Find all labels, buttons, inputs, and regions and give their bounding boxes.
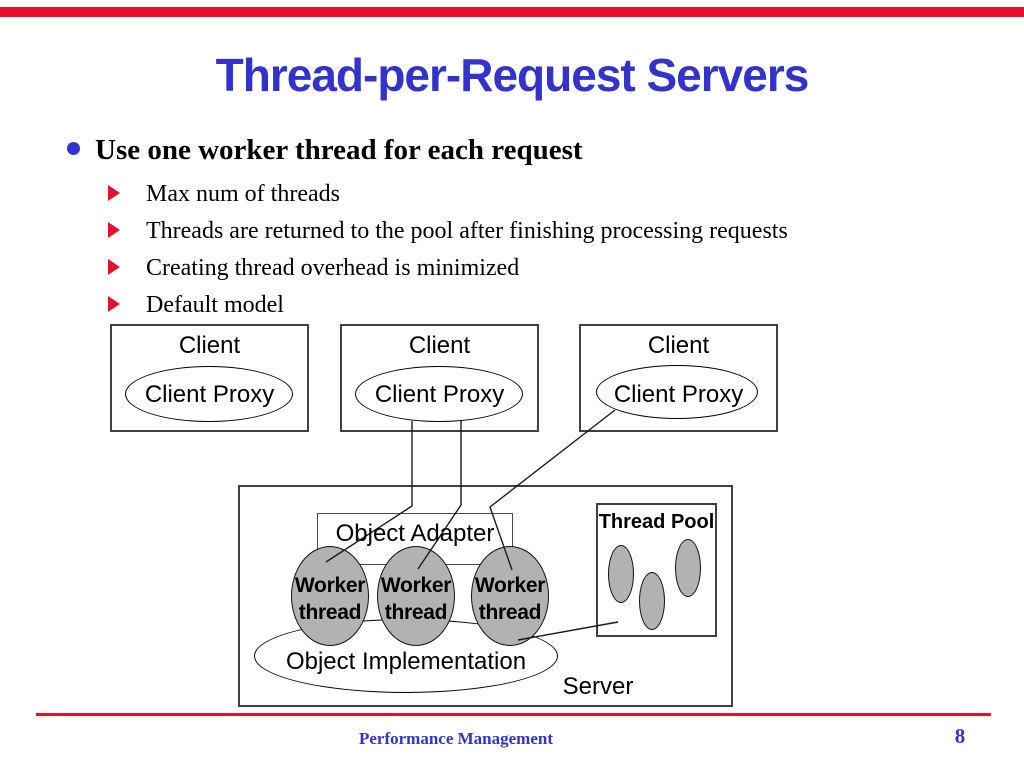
main-bullet-text: Use one worker thread for each request xyxy=(95,134,583,166)
triangle-bullet-icon xyxy=(108,185,120,201)
sub-bullet-text: Threads are returned to the pool after f… xyxy=(146,218,788,244)
sub-bullet-2: Threads are returned to the pool after f… xyxy=(108,218,988,248)
worker-thread-label: Worker thread xyxy=(380,574,452,624)
sub-bullet-4: Default model xyxy=(108,292,988,322)
pool-thread-ellipse-2 xyxy=(639,572,665,630)
sub-bullet-3: Creating thread overhead is minimized xyxy=(108,255,988,285)
worker-thread-label: Worker thread xyxy=(474,574,546,624)
client-proxy-ellipse xyxy=(125,366,293,422)
sub-bullet-1: Max num of threads xyxy=(108,181,988,211)
pool-thread-ellipse-1 xyxy=(608,545,634,603)
slide-title: Thread-per-Request Servers xyxy=(215,49,810,101)
client-label: Client xyxy=(647,332,710,359)
pool-thread-ellipse-3 xyxy=(675,539,701,597)
footer-text: Performance Management xyxy=(358,729,553,748)
worker-thread-label: Worker thread xyxy=(294,574,366,624)
page-number: 8 xyxy=(954,724,966,748)
object-adapter-label: Object Adapter xyxy=(335,520,495,547)
client-label: Client xyxy=(408,332,471,359)
bottom-red-rule xyxy=(36,713,991,716)
client-proxy-label: Client Proxy xyxy=(374,381,505,408)
client-proxy-label: Client Proxy xyxy=(144,381,275,408)
client-proxy-ellipse xyxy=(596,365,758,419)
top-red-bar xyxy=(0,7,1024,17)
object-implementation-label: Object Implementation xyxy=(285,648,527,675)
client-label: Client xyxy=(178,332,241,359)
worker-thread-ellipse-1 xyxy=(291,546,369,646)
triangle-bullet-icon xyxy=(108,222,120,238)
thread-pool-label: Thread Pool xyxy=(598,511,715,533)
bullet-dot-icon xyxy=(67,142,80,155)
sub-bullet-text: Default model xyxy=(146,292,284,318)
client-proxy-label: Client Proxy xyxy=(613,381,744,408)
sub-bullet-text: Max num of threads xyxy=(146,181,340,207)
server-label: Server xyxy=(562,673,634,700)
sub-bullet-text: Creating thread overhead is minimized xyxy=(146,255,520,281)
triangle-bullet-icon xyxy=(108,259,120,275)
triangle-bullet-icon xyxy=(108,296,120,312)
